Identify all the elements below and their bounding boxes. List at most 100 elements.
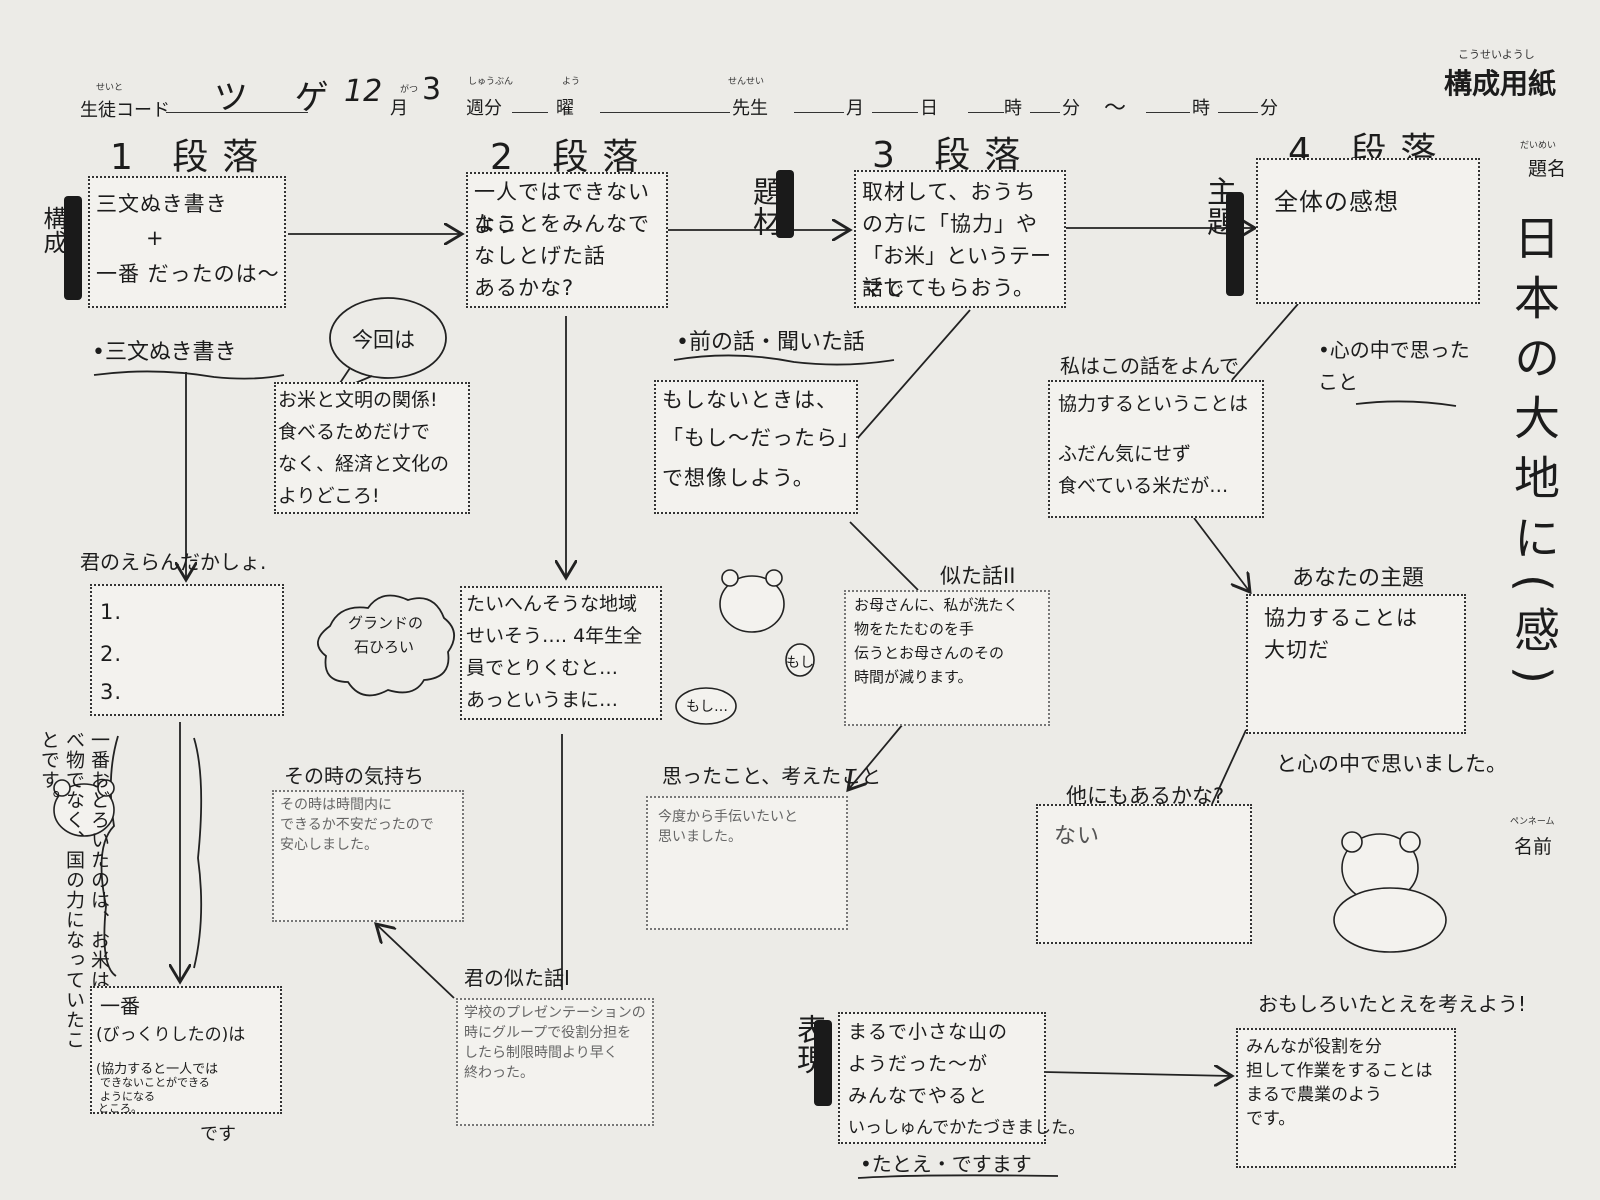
col4-theme-box[interactable]: 協力することは 大切だ bbox=[1246, 594, 1466, 734]
speech-bubble-shape bbox=[329, 297, 447, 379]
p1-side-label: 構成 bbox=[39, 206, 67, 254]
col2-mid-line-4: あっというまに… bbox=[466, 689, 619, 711]
p1-marker-bar bbox=[64, 196, 82, 300]
bear-bubble-1: もし bbox=[786, 655, 814, 671]
similar-line-3: 伝うとお母さんのその bbox=[854, 644, 1005, 662]
line-if-similar bbox=[849, 521, 919, 591]
bottom-line-3: (協力すると一人では bbox=[96, 1062, 219, 1077]
col2-bubble-line-3: なく、経済と文化の bbox=[278, 453, 450, 475]
expr-marker-bar bbox=[814, 1020, 832, 1106]
bottom-line-6: ところ。 bbox=[98, 1102, 142, 1115]
thought-line-2: 思いました。 bbox=[658, 829, 742, 845]
col3-similar-label: 似た話II bbox=[940, 564, 1016, 588]
col2-feeling-box[interactable]: その時は時間内に できるか不安だったので 安心しました。 bbox=[272, 790, 464, 922]
p2-box[interactable]: 一人ではできないよう なことをみんなで なしとげた話 あるかな? bbox=[466, 172, 668, 308]
day-label: 曜 bbox=[556, 98, 574, 119]
expr-line-2: ようだった〜が bbox=[848, 1053, 989, 1075]
similar-line-1: お母さんに、私が洗たく bbox=[854, 596, 1019, 614]
month-value[interactable]: 12 bbox=[344, 74, 383, 109]
name-ruby: ペンネーム bbox=[1510, 817, 1555, 827]
bottom-line-4: できないことができる bbox=[100, 1076, 210, 1089]
p4-box[interactable]: 全体の感想 bbox=[1256, 158, 1480, 304]
sheet-title-ruby: こうせいようし bbox=[1458, 48, 1535, 61]
month-label: 月 bbox=[390, 98, 408, 119]
col4-fun-box[interactable]: みんなが役割を分 担して作業をすることは まるで農業のよう です。 bbox=[1236, 1028, 1456, 1168]
col1-label: •三文ぬき書き bbox=[92, 340, 237, 365]
feeling-line-3: 安心しました。 bbox=[280, 837, 378, 853]
bear-bubble-small bbox=[785, 643, 815, 677]
month-ruby: がつ bbox=[400, 85, 419, 95]
read-line-2: ふだん気にせず bbox=[1058, 443, 1192, 465]
col2-story-box[interactable]: 学校のプレゼンテーションの 時にグループで役割分担を したら制限時間より早く 終… bbox=[456, 998, 654, 1126]
student-code-label: 生徒コード bbox=[80, 100, 170, 121]
col3-label: •前の話・聞いた話 bbox=[676, 330, 865, 355]
underline-expr bbox=[857, 1174, 1059, 1179]
student-code-ruby: せいと bbox=[96, 83, 124, 93]
bear-body-right bbox=[1333, 887, 1447, 953]
col1-bottom-box[interactable]: 一番 (びっくりしたの)は (協力すると一人では できないことができる ようにな… bbox=[90, 986, 282, 1115]
p3-box[interactable]: 取材して、おうち の方に「協力」や 「お米」というテーマで 話してもらおう。 bbox=[854, 170, 1066, 308]
col2-speech-text: 今回は bbox=[352, 328, 415, 352]
line-p3-if bbox=[855, 309, 971, 441]
p3-heading: 3 段落 bbox=[872, 135, 1035, 176]
p3-line-3: 「お米」というテーマで bbox=[862, 244, 1051, 301]
col4-theme-label: あなたの主題 bbox=[1292, 566, 1425, 591]
other-line-1: ない bbox=[1054, 824, 1101, 849]
bracket-right bbox=[193, 737, 203, 969]
bear-head-mid bbox=[719, 575, 785, 633]
sheet-title: 構成用紙 bbox=[1444, 67, 1557, 100]
col3-similar-box[interactable]: お母さんに、私が洗たく 物をたたむのを手 伝うとお母さんのその 時間が減ります。 bbox=[844, 590, 1050, 726]
p2-line-3: なしとげた話 bbox=[474, 244, 606, 268]
title-value[interactable]: 日本の大地に(感) bbox=[1507, 214, 1561, 698]
bear-bubble-large bbox=[675, 687, 737, 725]
bottom-line-1: 一番 bbox=[100, 994, 140, 1018]
col3-thought-box[interactable]: 今度から手伝いたいと 思いました。 bbox=[646, 796, 848, 930]
col2-mid-line-1: たいへんそうな地域 bbox=[466, 593, 638, 615]
pick-item-1: 1. bbox=[100, 600, 123, 624]
time-min-label: 分 bbox=[1062, 98, 1080, 119]
if-line-1: もしないときは、 bbox=[662, 388, 838, 412]
p4-line-1: 全体の感想 bbox=[1274, 188, 1399, 216]
expr-line-3: みんなでやると bbox=[848, 1085, 989, 1107]
col2-bubble-box[interactable]: お米と文明の関係! 食べるためだけで なく、経済と文化の よりどころ! bbox=[274, 382, 470, 514]
fun-line-4: です。 bbox=[1246, 1109, 1296, 1129]
col2-feeling-label: その時の気持ち bbox=[284, 764, 424, 788]
fun-line-1: みんなが役割を分 bbox=[1246, 1037, 1382, 1057]
col2-story-label: 君の似た話I bbox=[464, 966, 570, 990]
end-min-label: 分 bbox=[1260, 98, 1278, 119]
name-label: 名前 bbox=[1514, 836, 1553, 858]
cloud-shape bbox=[317, 594, 455, 697]
col4-theme-after: と心の中で思いました。 bbox=[1276, 752, 1507, 776]
fun-line-3: まるで農業のよう bbox=[1246, 1085, 1382, 1105]
p3-marker-bar bbox=[776, 170, 794, 238]
col2-bubble-line-2: 食べるためだけで bbox=[278, 421, 431, 443]
expr-line-1: まるで小さな山の bbox=[848, 1021, 1009, 1043]
col3-if-box[interactable]: もしないときは、 「もし〜だったら」 で想像しよう。 bbox=[654, 380, 859, 514]
col2-mid-box[interactable]: たいへんそうな地域 せいそう…. 4年生全 員でとりくむと… あっというまに… bbox=[460, 586, 662, 720]
p2-line-4: あるかな? bbox=[474, 276, 575, 300]
arrow-story-feeling bbox=[376, 924, 455, 999]
col4-other-box[interactable]: ない bbox=[1036, 804, 1252, 944]
week-value[interactable]: 3 bbox=[422, 72, 442, 107]
col2-bubble-line-1: お米と文明の関係! bbox=[278, 389, 438, 411]
read-line-3: 食べている米だが… bbox=[1058, 475, 1229, 497]
underline-col4 bbox=[1355, 400, 1457, 407]
p1-line-2: + bbox=[146, 226, 165, 250]
p1-box[interactable]: 三文ぬき書き + 一番 だったのは〜 bbox=[88, 176, 286, 308]
time-tilde: 〜 bbox=[1104, 96, 1127, 121]
col1-pick-box[interactable]: 1. 2. 3. bbox=[90, 584, 284, 716]
feeling-line-2: できるか不安だったので bbox=[280, 817, 434, 833]
col3-expr-box[interactable]: まるで小さな山の ようだった〜が みんなでやると いっしゅんでかたづきました。 bbox=[838, 1012, 1085, 1144]
similar-line-4: 時間が減ります。 bbox=[854, 668, 973, 686]
col1-vertical-bubble: 一番おどろいたのは、お米はただ食べ物でなく、国の力になっていたことです。 bbox=[38, 730, 110, 1050]
week-ruby: しゅうぶん bbox=[468, 77, 514, 87]
theme-line-1: 協力することは bbox=[1264, 606, 1418, 630]
line-theme-other bbox=[1211, 729, 1247, 805]
week-label: 週分 bbox=[466, 98, 502, 119]
arrow-similar-thought bbox=[848, 717, 909, 790]
theme-line-2: 大切だ bbox=[1264, 638, 1330, 662]
student-code-value[interactable]: ツ ゲ bbox=[214, 78, 347, 118]
col4-read-box[interactable]: 協力するということは ふだん気にせず 食べている米だが… bbox=[1048, 380, 1264, 518]
line-p4-read bbox=[1231, 303, 1299, 381]
